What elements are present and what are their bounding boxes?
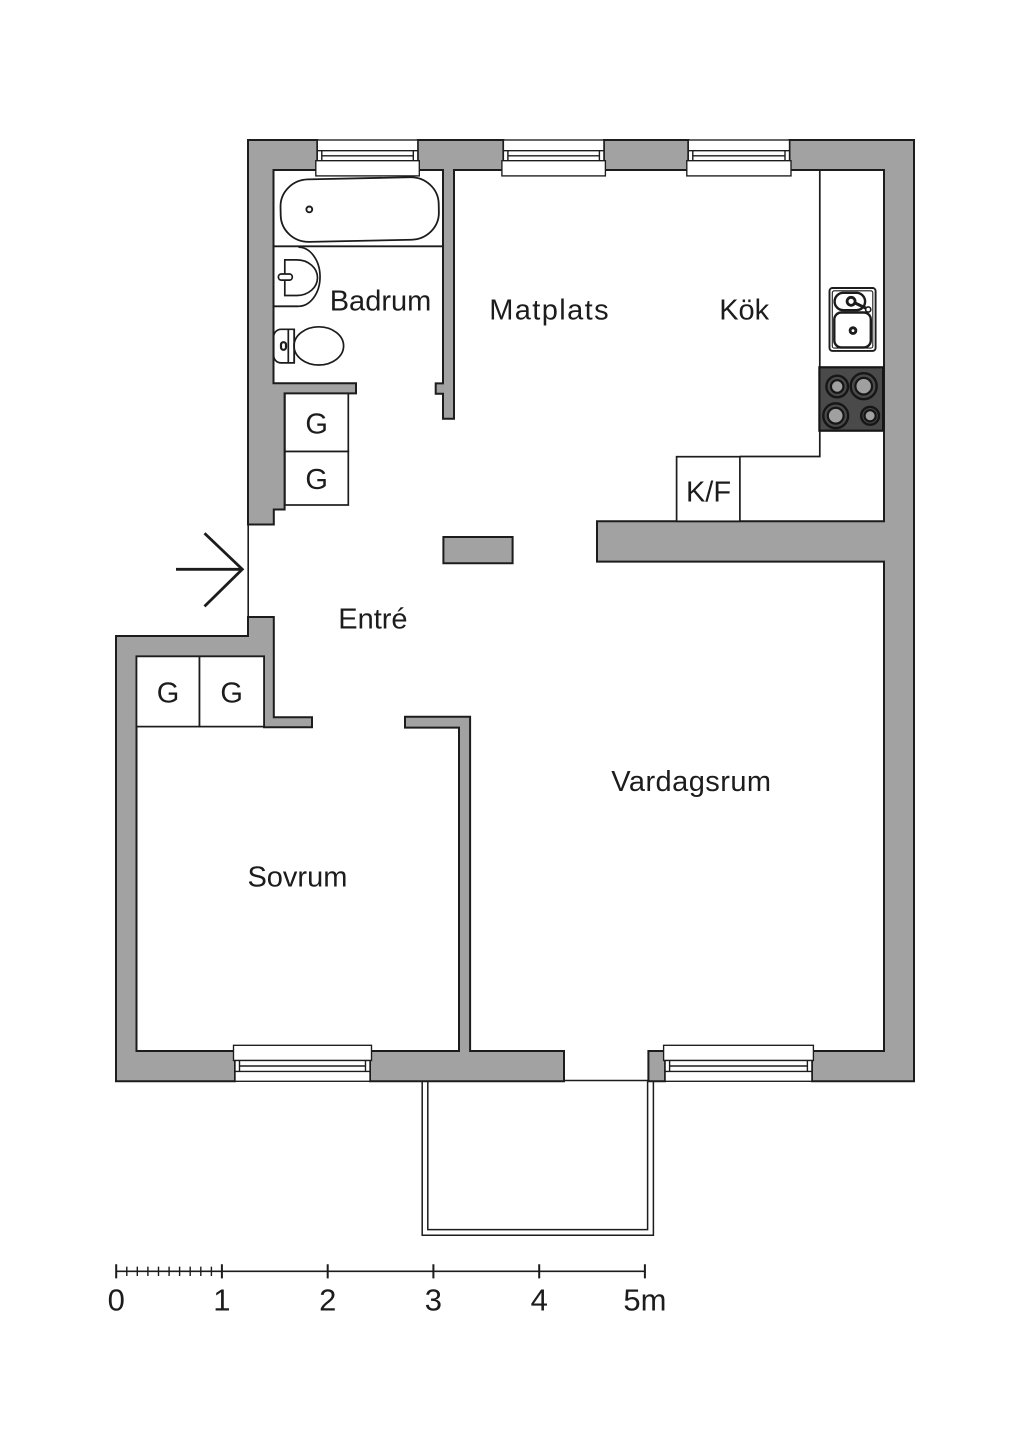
svg-text:Matplats: Matplats xyxy=(489,294,610,326)
svg-text:2: 2 xyxy=(319,1283,336,1318)
svg-text:3: 3 xyxy=(425,1283,442,1318)
svg-text:G: G xyxy=(305,408,328,440)
svg-text:G: G xyxy=(157,677,180,709)
svg-text:G: G xyxy=(220,677,243,709)
svg-text:0: 0 xyxy=(108,1283,125,1318)
svg-text:Kök: Kök xyxy=(719,294,769,326)
svg-text:G: G xyxy=(305,464,328,496)
svg-text:4: 4 xyxy=(531,1283,548,1318)
svg-text:5m: 5m xyxy=(623,1283,666,1318)
svg-text:Vardagsrum: Vardagsrum xyxy=(611,766,771,798)
svg-text:Entré: Entré xyxy=(338,604,407,636)
svg-text:1: 1 xyxy=(213,1283,230,1318)
svg-text:Sovrum: Sovrum xyxy=(247,862,347,894)
svg-text:Badrum: Badrum xyxy=(330,285,432,317)
svg-text:K/F: K/F xyxy=(686,476,731,508)
